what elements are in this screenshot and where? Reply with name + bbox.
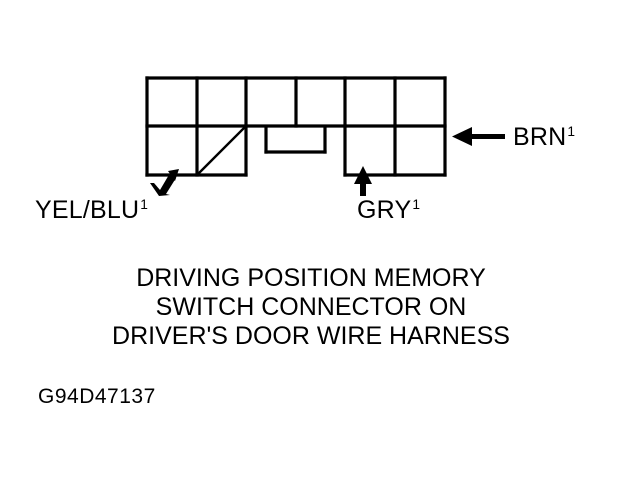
figure-caption-line-1: DRIVING POSITION MEMORY	[136, 264, 486, 292]
arrow-gry	[354, 166, 372, 196]
callout-label-gry-text: GRY	[357, 196, 412, 224]
keying-diagonal-icon	[197, 125, 247, 175]
polarizing-tab	[264, 126, 327, 154]
callout-label-yel-blu-text: YEL/BLU	[35, 196, 140, 224]
callout-label-yel-blu-superscript: 1	[140, 196, 149, 212]
callout-label-brn-superscript: 1	[567, 123, 576, 139]
callout-label-gry: GRY1	[357, 196, 421, 224]
figure-caption-line-2: SWITCH CONNECTOR ON	[155, 293, 467, 321]
figure-caption: DRIVING POSITION MEMORY SWITCH CONNECTOR…	[0, 264, 622, 351]
callout-arrows	[150, 127, 505, 196]
callout-label-gry-superscript: 1	[412, 196, 421, 212]
callout-label-brn: BRN1	[513, 123, 576, 151]
callout-label-brn-text: BRN	[513, 123, 567, 151]
callout-label-yel-blu: YEL/BLU1	[35, 196, 149, 224]
connector-body	[145, 76, 447, 177]
figure-caption-line-3: DRIVER'S DOOR WIRE HARNESS	[112, 322, 510, 350]
figure-id-code: G94D47137	[38, 385, 156, 408]
arrow-brn	[452, 127, 505, 146]
arrow-yel-blu	[150, 169, 179, 196]
